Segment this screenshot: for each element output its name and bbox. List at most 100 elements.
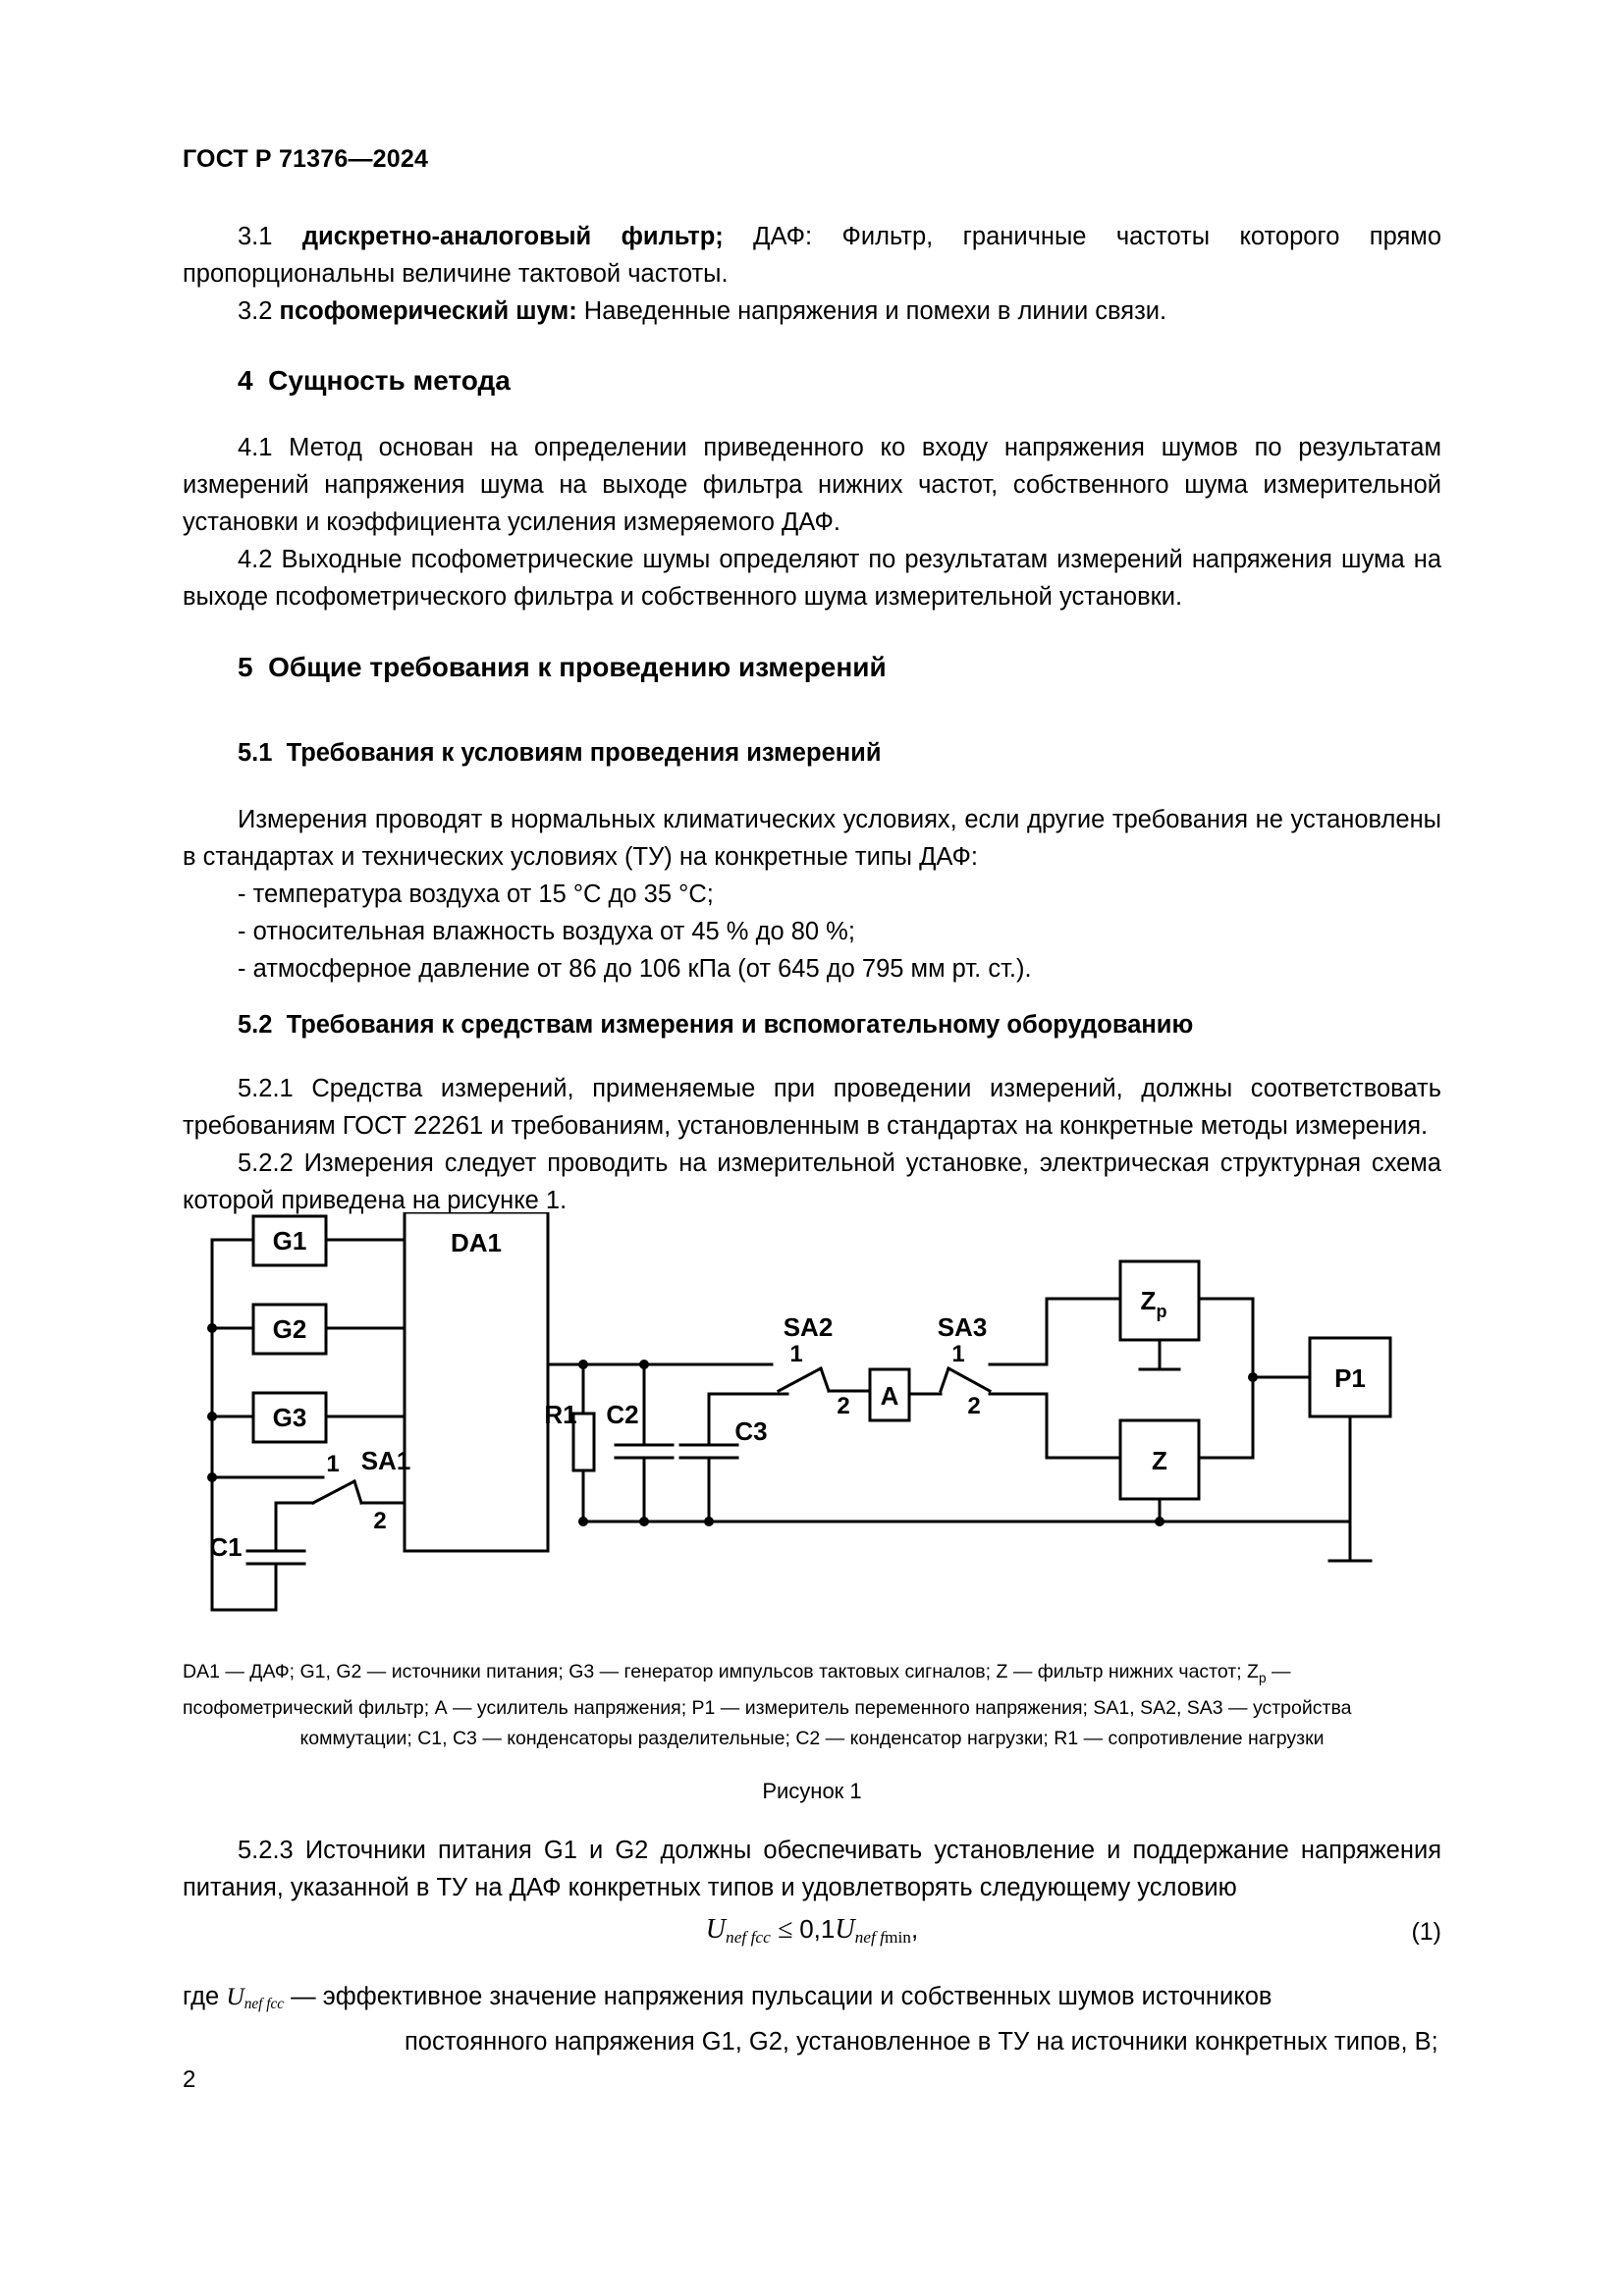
list-item: - атмосферное давление от 86 до 106 кПа … (238, 955, 1032, 983)
section-5-heading: 5 Общие требования к проведению измерени… (183, 652, 1441, 683)
term-3-2-name: псофомерический шум: (279, 297, 577, 325)
junction-dots (207, 1323, 1258, 1526)
junction-dot (578, 1517, 588, 1526)
label-sa1-position-2: 2 (373, 1508, 386, 1534)
figure-caption-line-1: DA1 — ДАФ; G1, G2 — источники питания; G… (183, 1657, 1441, 1693)
formula-rhs-sub-roman: min (884, 1927, 911, 1947)
list-item: - относительная влажность воздуха от 45 … (238, 918, 855, 945)
label-zp: Zp (1141, 1286, 1167, 1321)
term-3-2: 3.2 псофомерический шум: Наведенные напр… (183, 293, 1441, 330)
label-da1: DA1 (451, 1228, 502, 1257)
sa3-blade (946, 1365, 993, 1394)
label-sa2-position-2: 2 (837, 1393, 849, 1419)
junction-dot (704, 1517, 714, 1526)
label-z: Z (1152, 1446, 1167, 1475)
junction-dot (578, 1360, 588, 1369)
figure-1-diagram: G1 G2 G3 DA1 1 2 SA1 C1 R1 C2 C3 SA2 1 2… (183, 1210, 1441, 1625)
section-4-heading: 4 Сущность метода (183, 365, 1441, 397)
where-continuation: постоянного напряжения G1, G2, установле… (405, 2027, 1438, 2056)
caption-text-1: DA1 — ДАФ; G1, G2 — источники питания; G… (183, 1661, 1259, 1682)
caption-sub-p: p (1258, 1670, 1267, 1685)
section-5-title: Общие требования к проведению измерений (268, 652, 887, 682)
where-text: — эффективное значение напряжения пульса… (284, 1983, 1272, 2010)
paragraph-4-1: 4.1 Метод основан на определении приведе… (183, 429, 1441, 541)
term-3-1-name: дискретно-аналоговый фильтр; (301, 223, 724, 250)
formula-1: Unef fcc ≤ 0,1Unef fmin, (183, 1914, 1441, 1948)
label-sa3: SA3 (938, 1312, 988, 1342)
term-3-1: 3.1 дискретно-аналоговый фильтр; ДАФ: Фи… (183, 218, 1441, 293)
figure-1-caption: DA1 — ДАФ; G1, G2 — источники питания; G… (183, 1657, 1441, 1754)
label-sa2-position-1: 1 (789, 1341, 802, 1367)
where-variable-base: U (226, 1982, 244, 2010)
formula-relation: ≤ (770, 1914, 800, 1945)
label-g1: G1 (273, 1226, 307, 1255)
term-3-2-number: 3.2 (238, 297, 273, 325)
subsection-5-1-number: 5.1 (238, 739, 273, 767)
formula-1-row: Unef fcc ≤ 0,1Unef fmin, (1) (183, 1914, 1441, 1959)
junction-dot (207, 1412, 217, 1421)
conditions-list: - температура воздуха от 15 °C до 35 °C;… (183, 876, 1441, 988)
paragraph-5-2-3-text: Источники питания G1 и G2 должны обеспеч… (183, 1837, 1441, 1901)
label-g2: G2 (273, 1314, 307, 1344)
junction-dot (1248, 1372, 1258, 1382)
paragraph-5-2-3-number: 5.2.3 (238, 1837, 294, 1864)
paragraph-5-2-1: 5.2.1 Средства измерений, применяемые пр… (183, 1070, 1441, 1145)
paragraph-4-2-number: 4.2 (238, 546, 273, 573)
paragraph-5-2-3: 5.2.3 Источники питания G1 и G2 должны о… (183, 1832, 1441, 1906)
paragraph-5-2-2-number: 5.2.2 (238, 1149, 294, 1177)
term-3-1-number: 3.1 (238, 223, 273, 250)
paragraph-4-2-text: Выходные псофометрические шумы определяю… (183, 546, 1441, 611)
label-sa1: SA1 (361, 1446, 411, 1475)
paragraph-4-2: 4.2 Выходные псофометрические шумы опред… (183, 541, 1441, 615)
sa3-arm (939, 1366, 950, 1393)
formula-trailing-comma: , (910, 1914, 919, 1944)
section-4-title: Сущность метода (268, 365, 511, 396)
formula-1-number: (1) (1411, 1918, 1441, 1946)
term-3-2-definition: Наведенные напряжения и помехи в линии с… (576, 297, 1167, 325)
list-item: - температура воздуха от 15 °C до 35 °C; (238, 881, 714, 908)
label-sa3-position-1: 1 (951, 1341, 964, 1367)
junction-dot (639, 1517, 649, 1526)
label-amplifier-a: A (881, 1381, 899, 1411)
subsection-5-2-heading: 5.2 Требования к средствам измерения и в… (183, 1011, 1441, 1040)
label-sa3-position-2: 2 (967, 1393, 980, 1419)
figure-number-label: Рисунок 1 (762, 1779, 862, 1803)
caption-tail: — (1266, 1661, 1291, 1682)
junction-dot (207, 1323, 217, 1333)
term-3-1-definition: ДАФ: Фильтр, граничные частоты которого … (183, 223, 1441, 288)
page-number: 2 (183, 2066, 196, 2093)
label-c2: C2 (606, 1400, 638, 1429)
figure-caption-line-2: псофометрический фильтр; А — усилитель н… (183, 1696, 1352, 1719)
paragraph-5-2-2: 5.2.2 Измерения следует проводить на изм… (183, 1145, 1441, 1219)
section-5-number: 5 (238, 652, 253, 682)
formula-coefficient: 0,1 (799, 1914, 836, 1944)
where-variable-subscript: nef fcc (244, 1995, 285, 2012)
figure-caption-line-3: коммутации; С1, С3 — конденсаторы раздел… (299, 1727, 1325, 1749)
label-c1: C1 (209, 1532, 242, 1562)
label-g3: G3 (273, 1403, 307, 1432)
subsection-5-2-number: 5.2 (238, 1011, 273, 1039)
paragraph-4-1-text: Метод основан на определении приведенног… (183, 434, 1441, 536)
subsection-5-2-title: Требования к средствам измерения и вспом… (286, 1011, 1194, 1039)
label-p1: P1 (1334, 1363, 1366, 1393)
paragraph-5-2-1-number: 5.2.1 (238, 1075, 294, 1102)
label-sa2: SA2 (784, 1312, 834, 1342)
where-lead: где (183, 1983, 227, 2010)
paragraph-5-1-body: Измерения проводят в нормальных климатич… (183, 806, 1441, 871)
paragraph-4-1-number: 4.1 (238, 434, 273, 461)
junction-dot (639, 1360, 649, 1369)
formula-lhs-subscript: nef fcc (726, 1927, 771, 1947)
block-da1 (403, 1210, 550, 1553)
running-header: ГОСТ Р 71376—2024 (183, 145, 429, 173)
junction-dot (207, 1472, 217, 1482)
formula-rhs-subscript: nef fmin (855, 1928, 911, 1947)
sa1-blade (310, 1478, 357, 1506)
subsection-5-1-title: Требования к условиям проведения измерен… (286, 739, 882, 767)
subsection-5-1-heading: 5.1 Требования к условиям проведения изм… (183, 739, 1441, 768)
section-4-number: 4 (238, 365, 253, 396)
formula-rhs-sub-italic: nef f (854, 1927, 885, 1947)
junction-dot (1155, 1517, 1164, 1526)
sa2-blade (776, 1365, 824, 1394)
label-r1: R1 (544, 1400, 576, 1429)
